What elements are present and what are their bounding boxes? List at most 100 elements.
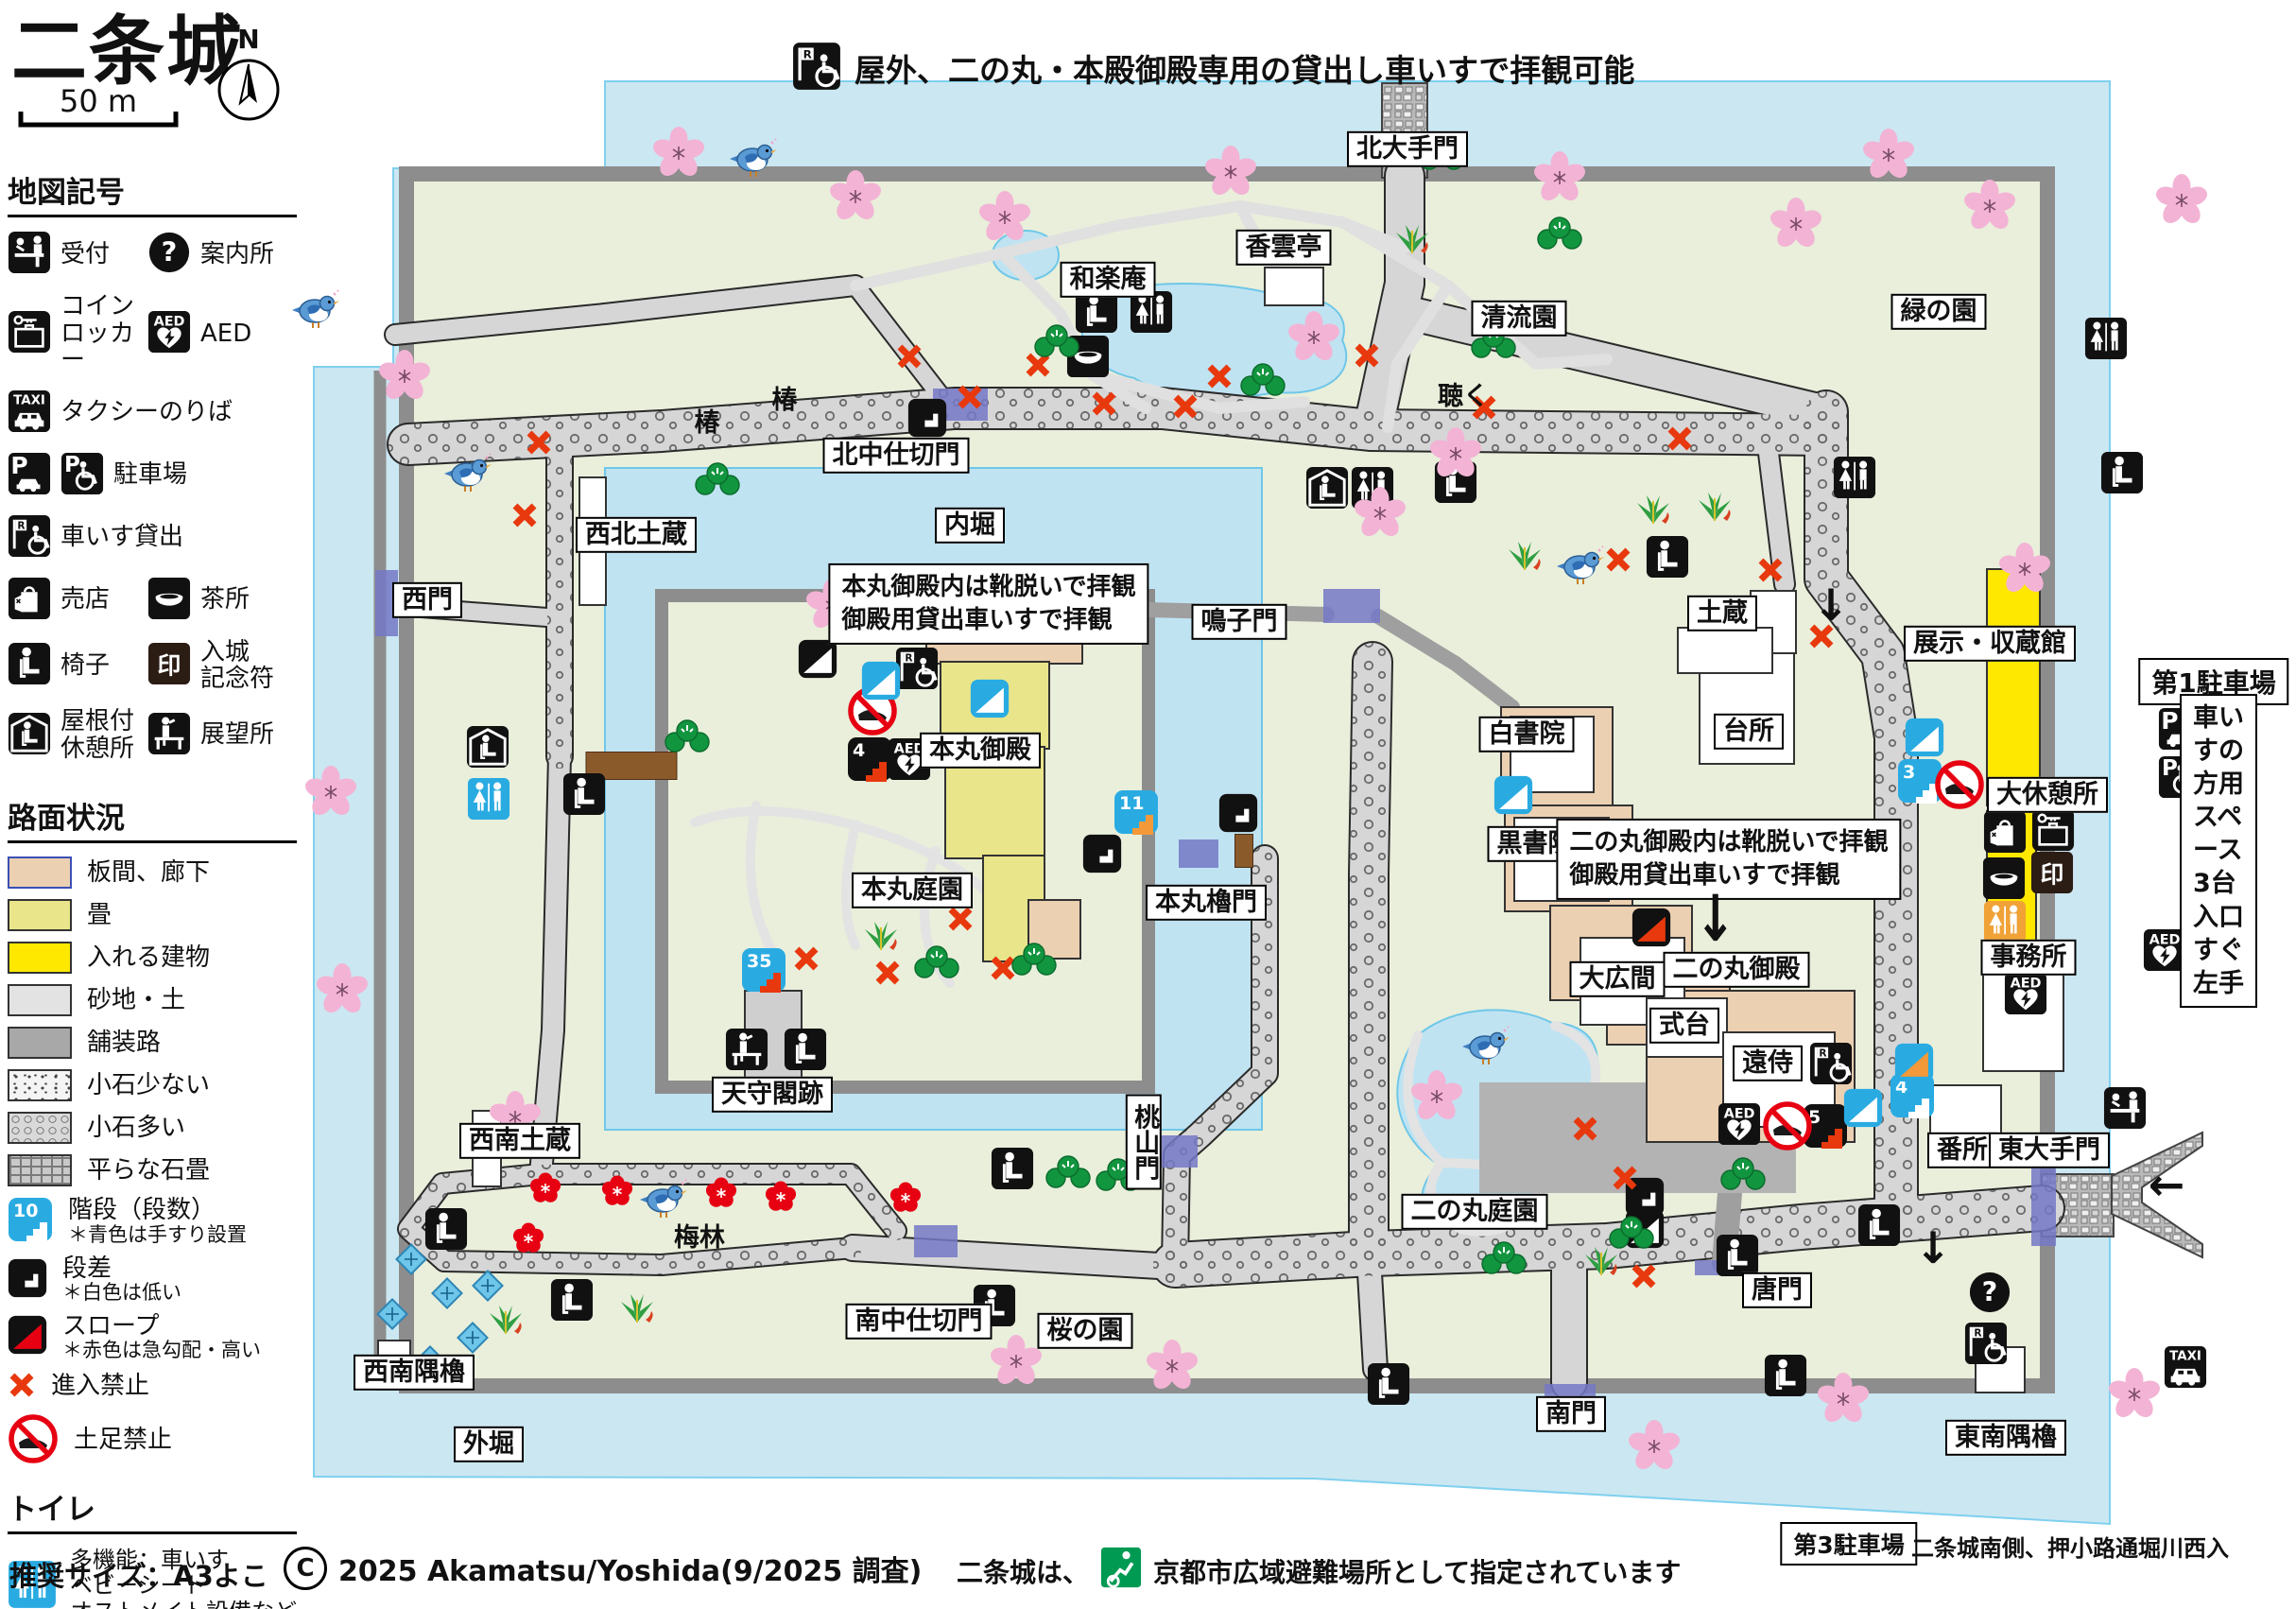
- map-label: 聴く: [1438, 381, 1489, 411]
- svg-text:AED: AED: [2149, 932, 2181, 947]
- legend-surface-title: 路面状況: [8, 794, 297, 844]
- locker-icon: [2031, 808, 2075, 852]
- legend-symbol-item: 椅子: [8, 639, 147, 693]
- legend-surface-item: スロープ＊赤色は急勾配・高い: [8, 1311, 297, 1361]
- legend-symbol-item: 茶所: [147, 577, 287, 624]
- slope-icon: [798, 639, 837, 679]
- slope-icon: [8, 1315, 47, 1358]
- bird-icon: [634, 1175, 689, 1222]
- map-label: 東大手門: [1989, 1132, 2110, 1169]
- legend-surface-label: 平らな石畳: [87, 1155, 211, 1185]
- evacuation-area-icon: [1100, 1547, 1142, 1595]
- aed-icon: AED: [2143, 928, 2186, 972]
- sakura-icon: [990, 1335, 1043, 1388]
- map-label: 西南隅櫓: [354, 1354, 475, 1392]
- pine-icon: [1718, 1155, 1768, 1193]
- toilet-icon: [2084, 317, 2128, 360]
- svg-text:3: 3: [1903, 762, 1915, 783]
- reception-icon: [8, 231, 51, 278]
- wheelchair-note: R 屋外、二の丸・本殿御殿専用の貸出し車いすで拝観可能: [792, 42, 1634, 95]
- legend-surface-item: 平らな石畳: [8, 1154, 297, 1187]
- chair-icon: [2100, 451, 2144, 494]
- map-label: 西北土蔵: [576, 516, 697, 554]
- no-shoes-icon: [847, 685, 898, 736]
- grass-icon: [615, 1287, 659, 1324]
- svg-text:AED: AED: [2011, 976, 2042, 991]
- arrow-icon: ↓: [1914, 1222, 1952, 1273]
- covered-rest-icon: [1305, 466, 1349, 510]
- sakura-icon: [1817, 1373, 1870, 1426]
- no-entry-icon: [1666, 424, 1694, 453]
- map-label: 二の丸御殿: [1663, 951, 1810, 989]
- map-label: 椿: [771, 385, 798, 415]
- plum-icon: [702, 1174, 740, 1212]
- legend-toilet-label: 多機能：車いす ベビーシート オストメイト設備など: [70, 1546, 297, 1609]
- arrow-down-icon: ↓: [1694, 882, 1736, 957]
- legend-symbol-label: 駐車場: [113, 460, 188, 490]
- no-entry-icon: [1353, 341, 1381, 370]
- wc-rental-icon: R: [1809, 1042, 1853, 1085]
- svg-text:11: 11: [1119, 793, 1144, 814]
- svg-text:P: P: [10, 452, 27, 479]
- map-label: 桃山門: [1125, 1094, 1163, 1190]
- page-title: 二条城: [11, 8, 244, 95]
- sakura-icon: [1998, 543, 2051, 596]
- no-entry-icon: [1611, 1164, 1639, 1192]
- map-label: 本丸御殿: [920, 732, 1041, 770]
- no-entry-icon: [1571, 1115, 1599, 1143]
- sakura-icon: [1769, 198, 1822, 251]
- legend-symbol-item: 屋根付 休憩所: [8, 708, 147, 762]
- bird-icon: [724, 134, 779, 182]
- legend-surface-note: ＊赤色は急勾配・高い: [62, 1338, 261, 1361]
- legend-symbol-label: 入城 記念符: [200, 637, 275, 694]
- info-icon: ?: [1968, 1271, 2011, 1314]
- slope-icon: [970, 679, 1010, 718]
- map-label: 大休憩所: [1987, 776, 2108, 814]
- slope-icon: [1894, 1043, 1934, 1082]
- sakura-icon: [2108, 1368, 2161, 1421]
- legend-symbol-label: 屋根付 休憩所: [60, 706, 135, 763]
- legend-surface-item: 砂地・土: [8, 984, 297, 1017]
- paved-swatch: [8, 1027, 72, 1060]
- no-entry-icon: [525, 428, 553, 457]
- legend-toilet-title: トイレ: [8, 1485, 297, 1534]
- svg-text:R: R: [905, 652, 912, 664]
- parking-car-icon: P: [8, 452, 51, 499]
- svg-text:P: P: [2161, 707, 2178, 735]
- map-label: 西南土蔵: [459, 1122, 580, 1160]
- chair-icon: [1764, 1354, 1807, 1397]
- legend-symbol-label: コイン ロッカー: [60, 292, 135, 375]
- few-swatch: [8, 1069, 72, 1102]
- toilet-icon: [467, 777, 510, 821]
- map-label: 香雲亭: [1235, 229, 1332, 267]
- map-label: 桜の園: [1037, 1312, 1133, 1350]
- tea-icon: [147, 577, 191, 624]
- parking1-note: 車いすの方用 スペース3台 入口すぐ左手: [2180, 694, 2257, 1008]
- no-entry-icon: [895, 342, 924, 371]
- legend-surface-label: 板間、廊下: [87, 857, 211, 887]
- legend-toilet-item: 多機能：車いす ベビーシート オストメイト設備など: [8, 1546, 297, 1609]
- legend-surface-label: スロープ＊赤色は急勾配・高い: [62, 1311, 261, 1361]
- map-label: 梅林: [674, 1222, 725, 1253]
- svg-text:R: R: [803, 47, 812, 61]
- slope-icon: [861, 661, 901, 701]
- slope-icon: [1493, 775, 1533, 815]
- svg-text:印: 印: [158, 652, 181, 680]
- stamp-icon: 印: [147, 642, 191, 689]
- map-annotation-note: 本丸御殿内は靴脱いで拝観御殿用貸出車いすで拝観: [828, 562, 1149, 646]
- map-label: 式台: [1649, 1007, 1719, 1045]
- map-label: 鳴子門: [1191, 603, 1287, 641]
- chair-icon: [1857, 1203, 1901, 1247]
- legend-surface-item: 小石少ない: [8, 1069, 297, 1102]
- sakura-icon: [1204, 146, 1257, 199]
- covered-rest-icon: [8, 712, 51, 759]
- step-icon: [1625, 1177, 1665, 1217]
- legend-symbol-label: 椅子: [60, 651, 111, 681]
- sakura-icon: [1354, 487, 1407, 540]
- grass-icon: [1390, 217, 1434, 255]
- wc-rental-icon: R: [1964, 1322, 2008, 1365]
- grass-icon: [484, 1298, 527, 1336]
- no-entry-icon: [510, 501, 539, 529]
- map-label: 番所: [1927, 1132, 1997, 1169]
